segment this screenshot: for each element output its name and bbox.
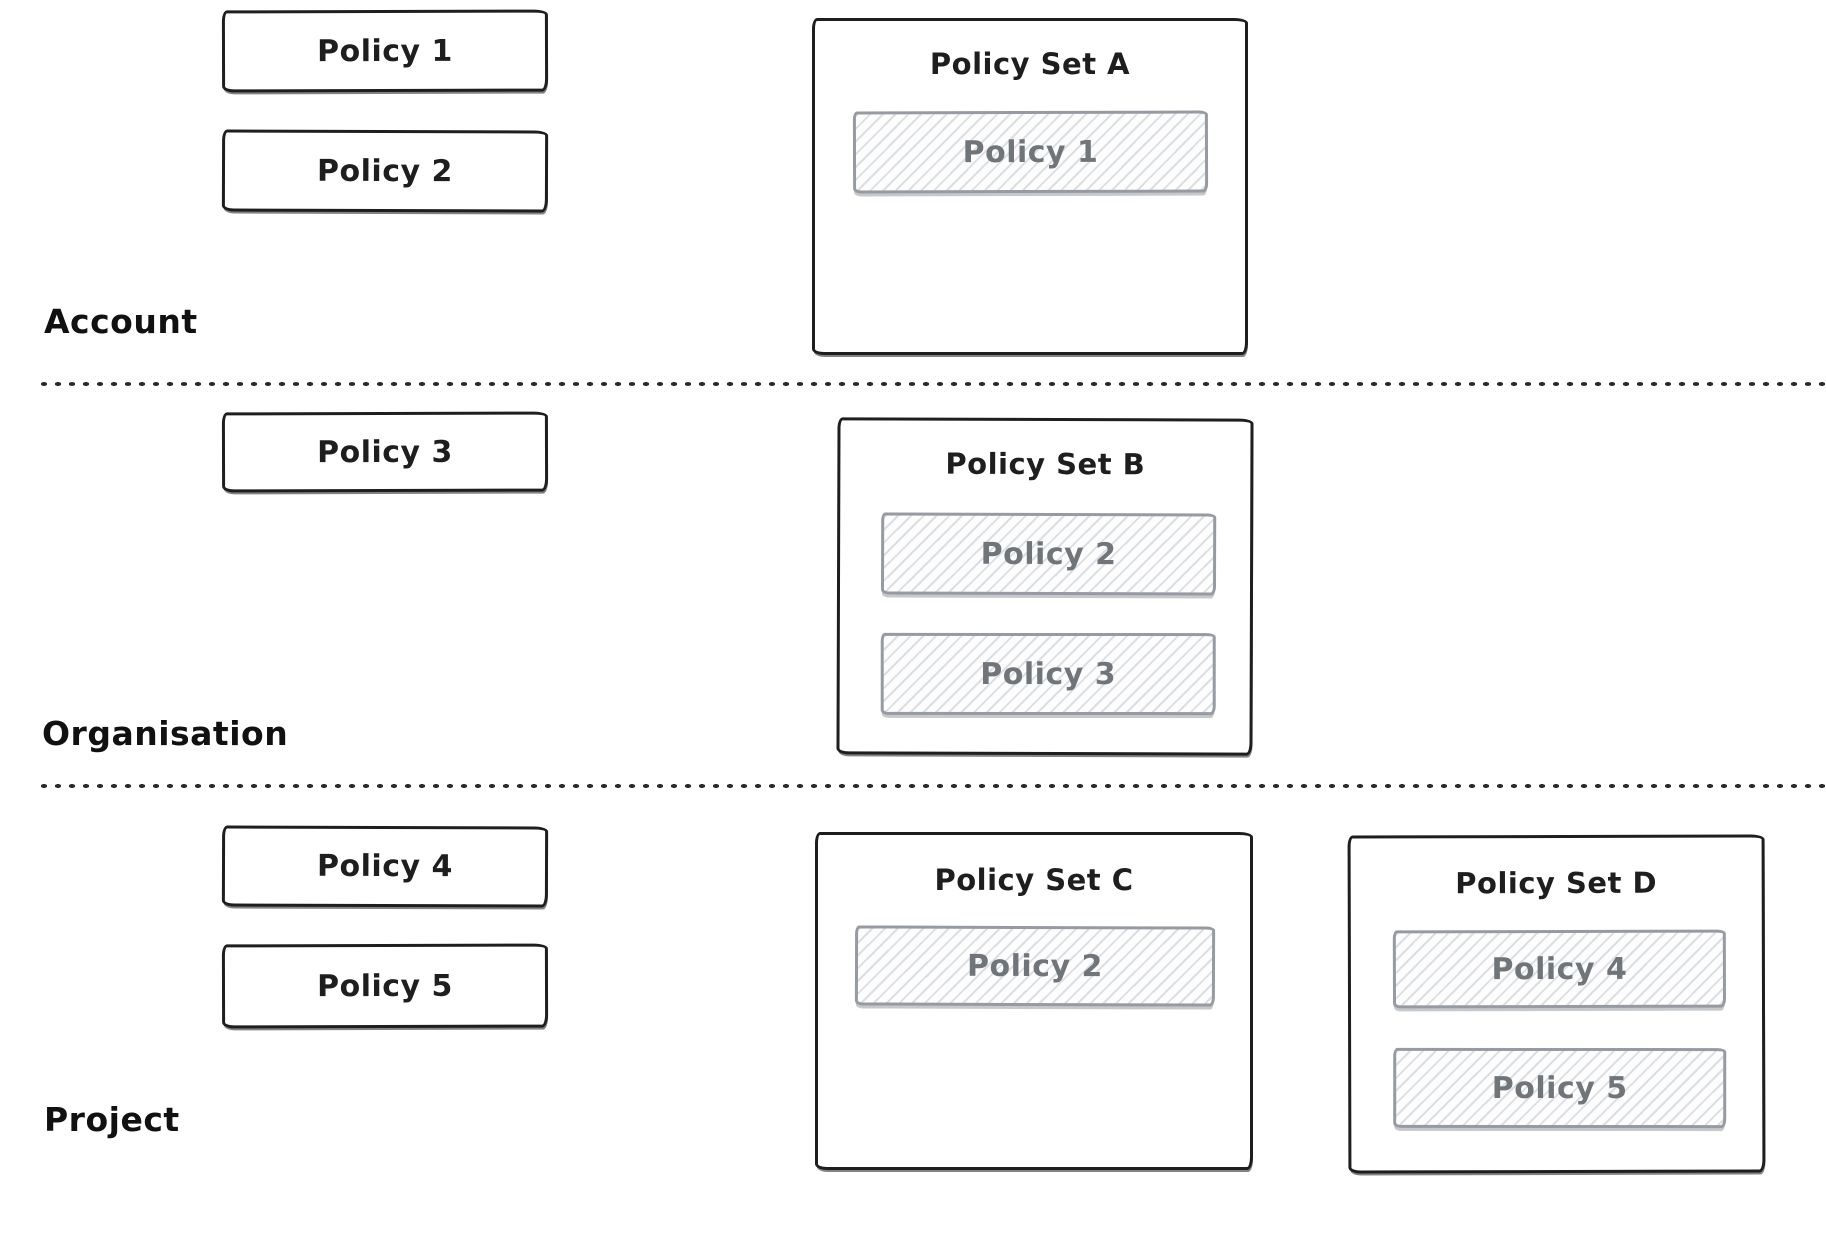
- member-label: Policy 4: [1491, 951, 1628, 987]
- policy-set-d-member-policy-4: Policy 4: [1392, 929, 1727, 1009]
- policy-box-label: Policy 5: [317, 968, 453, 1004]
- policy-box-policy-2: Policy 2: [221, 129, 549, 213]
- policy-box-label: Policy 4: [317, 848, 453, 885]
- member-label: Policy 3: [980, 656, 1117, 692]
- member-label: Policy 5: [1491, 1070, 1628, 1106]
- tier-label-organisation: Organisation: [42, 714, 289, 753]
- policy-set-b-member-policy-3: Policy 3: [880, 632, 1216, 716]
- policy-set-title: Policy Set B: [945, 446, 1146, 482]
- tier-separator-organisation-project: [40, 783, 1826, 789]
- policy-set-title: Policy Set D: [1455, 865, 1658, 901]
- tier-label-account: Account: [44, 302, 198, 341]
- policy-set-c-container: Policy Set C Policy 2: [815, 832, 1253, 1170]
- policy-set-d-container: Policy Set D Policy 4 Policy 5: [1347, 834, 1766, 1174]
- policy-box-policy-5: Policy 5: [221, 943, 549, 1029]
- policy-box-label: Policy 2: [317, 153, 453, 189]
- member-label: Policy 2: [980, 536, 1117, 572]
- policy-set-c-member-policy-2: Policy 2: [854, 925, 1216, 1007]
- member-label: Policy 2: [967, 948, 1103, 984]
- tier-separator-account-organisation: [40, 381, 1826, 387]
- policy-set-title: Policy Set C: [934, 863, 1134, 897]
- policy-box-policy-3: Policy 3: [221, 411, 549, 493]
- policy-set-d-member-policy-5: Policy 5: [1393, 1047, 1727, 1129]
- policy-set-b-container: Policy Set B Policy 2 Policy 3: [836, 417, 1254, 756]
- policy-box-policy-4: Policy 4: [221, 825, 549, 908]
- member-label: Policy 1: [962, 134, 1099, 170]
- policy-box-label: Policy 3: [317, 434, 453, 470]
- policy-set-a-member-policy-1: Policy 1: [852, 110, 1209, 194]
- policy-box-policy-1: Policy 1: [221, 9, 549, 93]
- tier-label-project: Project: [44, 1100, 180, 1139]
- policy-set-b-member-policy-2: Policy 2: [880, 512, 1217, 596]
- policy-set-title: Policy Set A: [929, 47, 1131, 81]
- policy-set-a-container: Policy Set A Policy 1: [812, 18, 1248, 355]
- policy-box-label: Policy 1: [317, 33, 453, 69]
